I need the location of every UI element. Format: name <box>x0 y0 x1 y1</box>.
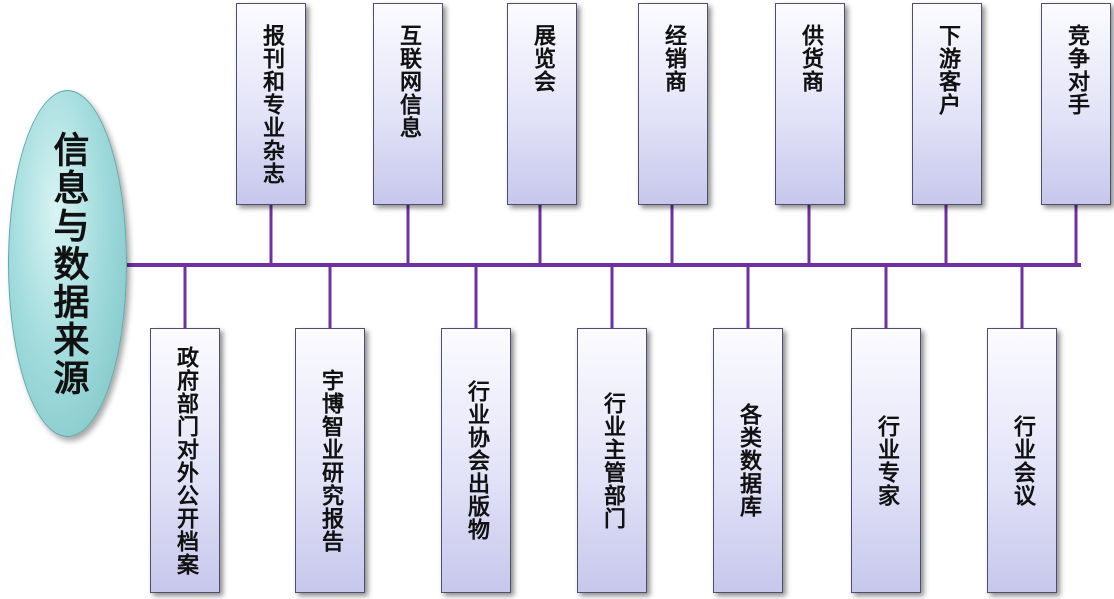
source-label: 下游客户 <box>935 24 960 116</box>
root-label: 信息与数据来源 <box>47 130 89 397</box>
source-box-top-1: 报刊和专业杂志 <box>236 3 306 205</box>
source-label: 政府部门对外公开档案 <box>173 345 198 576</box>
source-box-bottom-3: 行业协会出版物 <box>441 328 511 593</box>
source-box-top-6: 下游客户 <box>912 3 982 205</box>
source-box-bottom-7: 行业会议 <box>987 328 1057 593</box>
source-label: 展览会 <box>530 24 555 93</box>
source-label: 经销商 <box>661 24 686 93</box>
source-box-top-2: 互联网信息 <box>373 3 443 205</box>
source-box-bottom-4: 行业主管部门 <box>577 328 647 593</box>
source-box-bottom-2: 宇博智业研究报告 <box>295 328 365 593</box>
source-label: 行业协会出版物 <box>464 380 489 541</box>
source-box-bottom-5: 各类数据库 <box>713 328 783 593</box>
source-box-top-3: 展览会 <box>507 3 577 205</box>
source-box-top-4: 经销商 <box>638 3 708 205</box>
source-box-top-5: 供货商 <box>775 3 845 205</box>
source-label: 行业专家 <box>874 414 899 507</box>
source-box-bottom-1: 政府部门对外公开档案 <box>150 328 220 593</box>
source-label: 行业会议 <box>1010 414 1035 507</box>
source-label: 供货商 <box>798 24 823 93</box>
source-label: 互联网信息 <box>396 24 421 139</box>
source-label: 行业主管部门 <box>600 391 625 530</box>
source-label: 报刊和专业杂志 <box>259 24 284 185</box>
source-label: 各类数据库 <box>736 403 761 518</box>
source-box-bottom-6: 行业专家 <box>851 328 921 593</box>
source-label: 竞争对手 <box>1064 24 1089 116</box>
source-label: 宇博智业研究报告 <box>318 368 343 553</box>
source-box-top-7: 竞争对手 <box>1041 3 1111 205</box>
root-ellipse: 信息与数据来源 <box>8 90 127 437</box>
